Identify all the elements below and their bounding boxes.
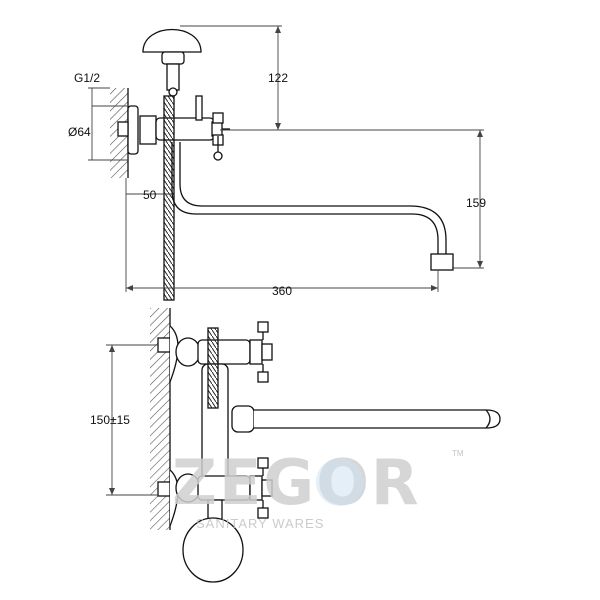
bottom-spout [254,409,501,429]
bottom-shower-head [182,517,244,583]
top-aerator [430,253,454,271]
bottom-upper-cross-handle [249,321,273,383]
watermark-brand: ZEGOR [172,446,421,519]
top-spout [171,142,447,256]
watermark-tagline: SANITARY WARES [196,516,324,531]
bottom-spout-nut [231,405,255,433]
bottom-wall-hatch [150,308,170,530]
watermark-trademark: TM [452,449,464,458]
watermark-globe [316,458,364,506]
bottom-view [150,308,501,583]
top-dimension-lines [88,25,484,292]
bottom-lower-cross-handle [249,457,273,519]
top-inlet-nipple [117,121,129,137]
top-arrowheads [126,26,483,291]
top-lever [195,95,203,121]
bottom-arrowheads [109,345,115,495]
top-nut [139,115,157,145]
top-shower-hose [163,95,175,301]
top-cross-handle [211,112,230,161]
dim-center-distance: 150±15 [90,413,130,427]
dim-wall-offset: 50 [143,188,157,202]
bottom-lower-inlet [157,481,171,497]
top-view [110,29,454,301]
dim-thread: G1/2 [74,71,100,85]
top-shower-head [142,29,202,53]
dim-spout-length: 360 [272,284,292,298]
dim-spout-drop: 159 [466,196,486,210]
top-flange [127,105,139,155]
dim-height-top: 122 [268,71,288,85]
bottom-upper-inlet [157,337,171,353]
brand-watermark: ZEGOR TM SANITARY WARES [172,446,464,531]
bottom-dimension-lines [106,344,158,496]
bottom-shower-hose [207,327,219,409]
dim-flange-diameter: Ø64 [68,125,91,139]
